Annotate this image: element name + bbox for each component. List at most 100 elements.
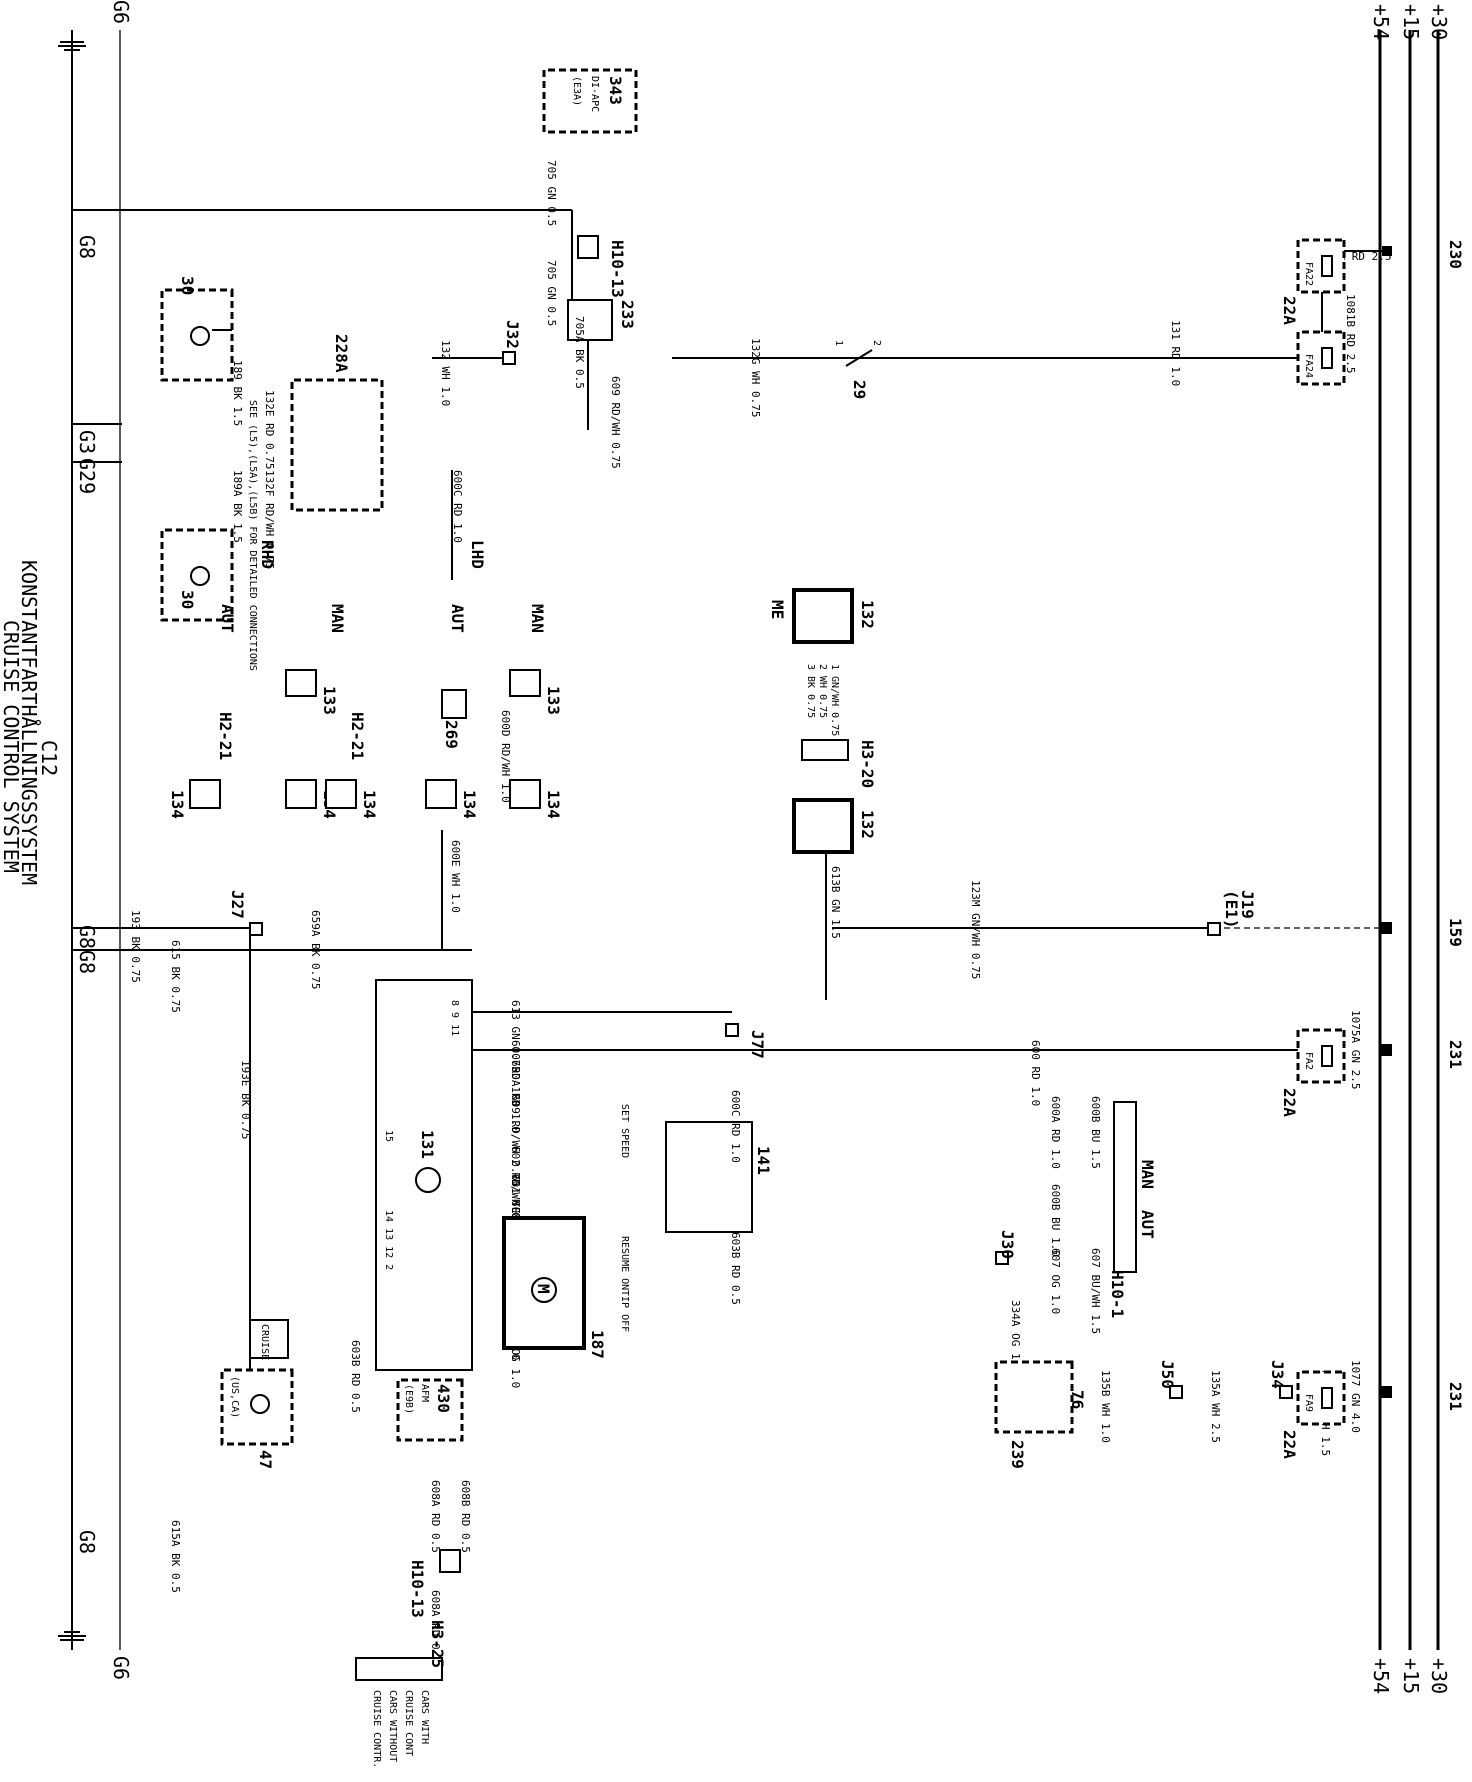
label-j27: J27 — [228, 890, 247, 919]
wire-label-603B-lamp: 603B RD 0.5 — [349, 1340, 362, 1413]
junction-j27 — [249, 922, 263, 936]
pin-label-15: 15 — [383, 1130, 394, 1142]
wire-label-1081B: 1081B RD 2.5 — [1344, 294, 1357, 373]
label-76: 76 — [1068, 1390, 1087, 1409]
label-h2-21-aut: H2-21 — [216, 712, 235, 760]
wire-label-615: 615 BK 0.75 — [169, 940, 182, 1013]
wire-label-609-top: 609 RD/WH 0.75 — [609, 376, 622, 469]
label-233: 233 — [618, 300, 637, 329]
wire-label-613: 613 GN 0.75 — [509, 1000, 522, 1073]
junction-j34 — [1279, 1385, 1293, 1399]
fuse-fa24 — [1321, 347, 1333, 369]
label-cruise-cont: CRUISE CONT — [403, 1690, 414, 1756]
label-aut-rhd: AUT — [218, 604, 237, 633]
label-131: 131 — [418, 1130, 437, 1159]
fuse-holder-22A-mid: 22A — [1280, 1088, 1299, 1117]
label-lamp-30-bottom: 30 — [178, 590, 197, 609]
lamp-47-box — [220, 1368, 294, 1446]
label-132-b: 132 — [858, 810, 877, 839]
junction-j19 — [1207, 922, 1221, 936]
fuse-fa2 — [1321, 1045, 1333, 1067]
switch-132-b — [792, 798, 854, 854]
ground-point-g8-top: G8 — [75, 235, 99, 259]
connector-h10-13-top — [577, 235, 599, 259]
label-lhd: LHD — [468, 540, 487, 569]
wire-label-131: 131 RD 1.0 — [1169, 320, 1182, 386]
ground-point-g8-mid1: G8 — [75, 925, 99, 949]
ground-symbol-start — [58, 41, 86, 51]
connector-h3-20 — [801, 739, 849, 761]
label-j32: J32 — [503, 320, 522, 349]
label-343: 343 — [606, 76, 625, 105]
wire-label-132-pin1: 1 GN/WH 0.75 — [829, 664, 840, 736]
wire-label-132E: 132E RD 0.75 — [263, 390, 276, 469]
wire-label-600C-switch: 600C RD 1.0 — [729, 1090, 742, 1163]
wire-label-600-right: 600 RD 1.0 — [1029, 1040, 1042, 1106]
ground-point-g8-mid2: G8 — [75, 950, 99, 974]
label-j34: J34 — [1268, 1360, 1287, 1389]
wire-label-705A: 705A BK 0.5 — [573, 316, 586, 389]
wire-label-132-pin2: 2 WH 0.75 — [817, 664, 828, 718]
label-me: ME — [768, 600, 787, 619]
label-e1: (E1) — [1222, 890, 1241, 929]
label-h2-21-man: H2-21 — [348, 712, 367, 760]
connector-h10-1 — [1113, 1101, 1137, 1273]
wire-label-193E: 193E BK 0.75 — [239, 1060, 252, 1139]
label-134-lhd-aut: 134 — [460, 790, 479, 819]
lamp-30-top-box — [160, 288, 234, 382]
label-motor: M — [534, 1284, 553, 1294]
label-134-lhd-man: 134 — [544, 790, 563, 819]
motor-m — [531, 1277, 557, 1303]
switch-134-rhd-man-2 — [325, 779, 357, 809]
label-e9b: (E9B) — [403, 1384, 414, 1414]
note-detailed-connections: SEE (L5),(L5A),(L5B) FOR DETAILED CONNEC… — [247, 400, 258, 671]
label-j19: J19 — [1238, 890, 1257, 919]
wire-label-608A: 608A RD 0.5 — [429, 1480, 442, 1553]
ground-label-g6-start: G6 — [109, 0, 133, 24]
fuse-holder-22A-top: 22A — [1280, 296, 1299, 325]
label-j77: J77 — [748, 1030, 767, 1059]
lamp-30-bottom — [190, 566, 210, 586]
switch-29: 21 — [833, 340, 882, 367]
fuse-fa9-label: FA9 — [1303, 1394, 1314, 1412]
wire-label-135B: 135B WH 1.0 — [1099, 1370, 1112, 1443]
label-di-apc: DI-APC — [589, 76, 600, 112]
label-h3-25: H3-25 — [428, 1620, 447, 1668]
wire-label-123M: 123M GN/WH 0.75 — [969, 880, 982, 979]
label-133-rhd: 133 — [320, 686, 339, 715]
wire-label-193: 193 BK 0.75 — [129, 910, 142, 983]
fuse-holder-22A-bottom: 22A — [1280, 1430, 1299, 1459]
label-resume-on: RESUME ON — [619, 1236, 630, 1290]
wire-label-334A: 334A OG 1.0 — [1009, 1300, 1022, 1373]
relay-76-box — [994, 1360, 1074, 1434]
node-159 — [1380, 922, 1392, 934]
title-english: CRUISE CONTROL SYSTEM — [0, 620, 23, 873]
wire-label-600E: 600E WH 1.0 — [449, 840, 462, 913]
rail-label-plus30-start: +30 — [1427, 4, 1451, 40]
switch-133-rhd — [285, 669, 317, 697]
label-134-rhd-aut: 134 — [168, 790, 187, 819]
label-cars-with: CARS WITH — [419, 1690, 430, 1744]
wire-label-189: 189 BK 1.5 — [231, 360, 244, 426]
label-h10-13-top: H10-13 — [608, 240, 627, 298]
label-e3a: (E3A) — [571, 76, 582, 106]
label-cruise: CRUISE — [259, 1324, 270, 1360]
label-man-rhd: MAN — [328, 604, 347, 633]
label-159: 159 — [1446, 918, 1465, 947]
label-cruise-contr: CRUISE CONTR. — [371, 1690, 382, 1768]
rail-label-plus54-end: +54 — [1369, 1658, 1393, 1694]
node-231-upper — [1380, 1044, 1392, 1056]
wire-label-132: 132 WH 1.0 — [439, 340, 452, 406]
ground-symbol-end — [58, 1631, 86, 1641]
label-lamp-30-top: 30 — [178, 276, 197, 295]
label-aut-lhd: AUT — [448, 604, 467, 633]
fuse-fa24-label: FA24 — [1303, 354, 1314, 378]
label-j30: J30 — [998, 1230, 1017, 1259]
fuse-fa22 — [1321, 255, 1333, 277]
fuse-fa9 — [1321, 1387, 1333, 1409]
label-set-speed: SET SPEED — [619, 1104, 630, 1158]
wire-label-607: 607 OG 1.0 — [1049, 1248, 1062, 1314]
title-swedish: KONSTANTFARTHÅLLNINGSSYSTEM — [17, 560, 41, 885]
